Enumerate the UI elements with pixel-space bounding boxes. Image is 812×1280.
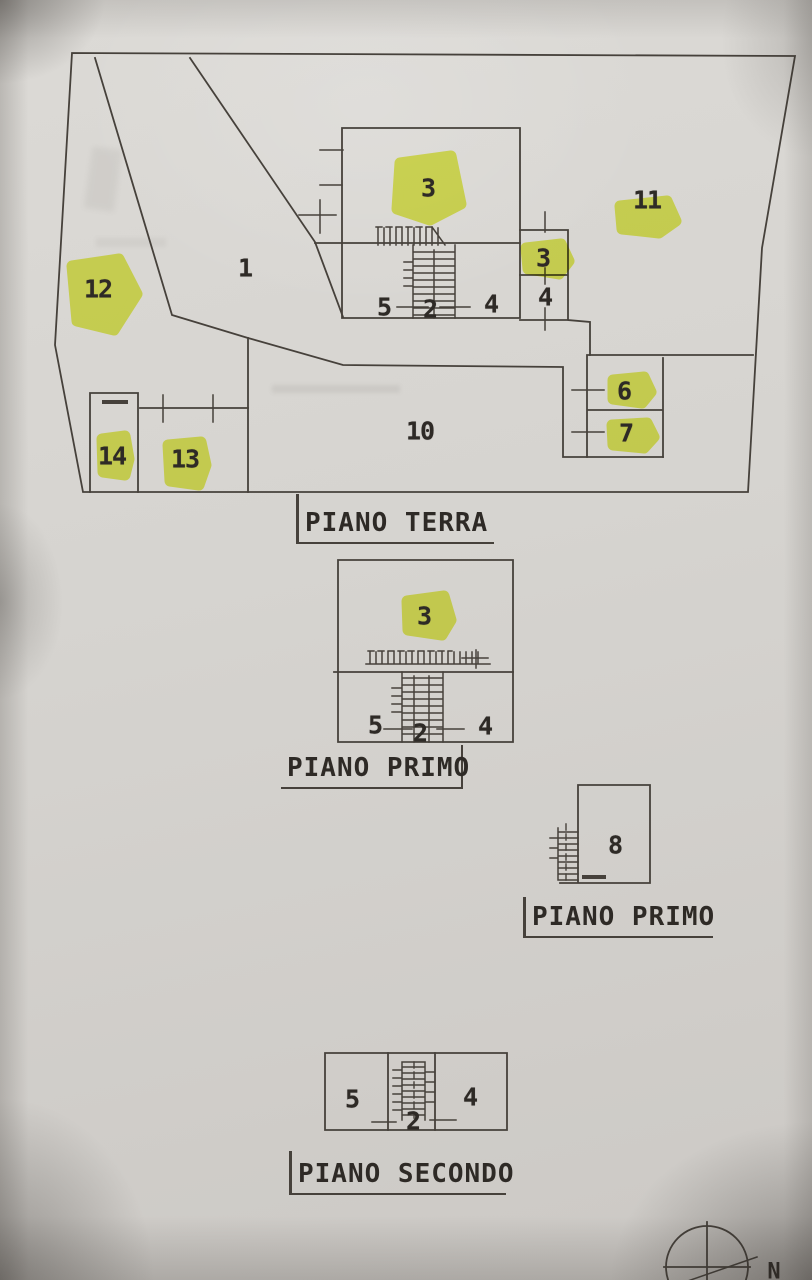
room-number-primo_main-4: 4 [477,711,493,741]
outer-wall [337,559,514,743]
room-number-primo_main-2: 2 [412,718,428,748]
room-number-terra-10: 10 [405,416,435,446]
plan-piano-secondo [324,1052,508,1131]
room-number-terra-4: 4 [537,282,553,312]
room-number-terra-1: 1 [237,253,253,283]
compass-crosshair [663,1221,751,1280]
outer-wall [324,1052,508,1131]
room-number-terra-3: 3 [420,173,436,203]
label-tick [460,745,463,789]
highlight-room-11 [614,195,682,239]
stairwell [403,244,456,319]
hall-diagonal-wall-2 [188,56,345,319]
highlight-room-3-primo [401,590,457,641]
hall-diagonal-wall [93,56,664,458]
room-number-terra-11: 11 [632,185,662,215]
rooms-6-7-walls [586,354,754,458]
room-number-secondo-5: 5 [344,1084,360,1114]
highlight-room-6 [607,371,657,409]
room-divider-walls [387,1052,436,1131]
highlight-room-14 [96,430,135,481]
door-marks [371,1119,457,1123]
highlight-room-7 [606,417,660,454]
room-number-primo_small-8: 8 [607,830,623,860]
room-number-terra-14: 14 [97,441,127,471]
room-number-secondo-4: 4 [462,1082,478,1112]
floor-label-piano-terra: PIANO TERRA [296,494,494,544]
floor-label-text: PIANO SECONDO [298,1159,515,1189]
stairs [549,827,579,881]
highlight-room-3-terra [391,150,467,226]
stairwell [391,671,444,743]
room-number-secondo-2: 2 [405,1106,421,1136]
highlight-room-12 [66,253,143,336]
label-tick [523,897,526,938]
stairs-upper-treads [365,649,491,669]
plan-piano-primo-main [333,559,514,743]
floor-label-piano-secondo: PIANO SECONDO [289,1151,514,1195]
floor-label-text: PIANO TERRA [305,508,489,538]
rooms-13-14-walls [89,392,249,493]
label-tick [296,494,299,544]
compass-needle [688,1256,758,1280]
plan-piano-terra [54,52,797,493]
room-number-primo_main-5: 5 [367,710,383,740]
stairs-upper-treads [377,225,447,247]
room-number-primo_main-3: 3 [416,601,432,631]
room-number-terra-13: 13 [170,444,200,474]
compass-rose [663,1221,758,1280]
highlight-room-3-small [520,238,575,280]
plan-piano-primo-small [549,784,651,884]
floor-label-text: PIANO PRIMO [287,753,471,783]
room-number-terra-3: 3 [535,243,551,273]
room-number-terra-5: 5 [376,292,392,322]
outer-wall [559,784,651,884]
floor-label-piano-primo-main: PIANO PRIMO [281,745,469,789]
highlighter-marks [66,150,682,641]
room-number-terra-7: 7 [618,418,634,448]
central-block-walls [341,127,521,319]
highlight-room-13 [162,436,212,491]
label-tick [289,1151,292,1195]
floor-label-piano-primo-small: PIANO PRIMO [523,897,716,938]
outer-wall [54,52,797,493]
room-number-terra-4: 4 [483,289,499,319]
floor-label-text: PIANO PRIMO [532,902,716,932]
room-number-terra-2: 2 [422,294,438,324]
room-number-terra-6: 6 [616,376,632,406]
compass-north-label: N [767,1259,781,1280]
room-number-terra-12: 12 [83,274,113,304]
